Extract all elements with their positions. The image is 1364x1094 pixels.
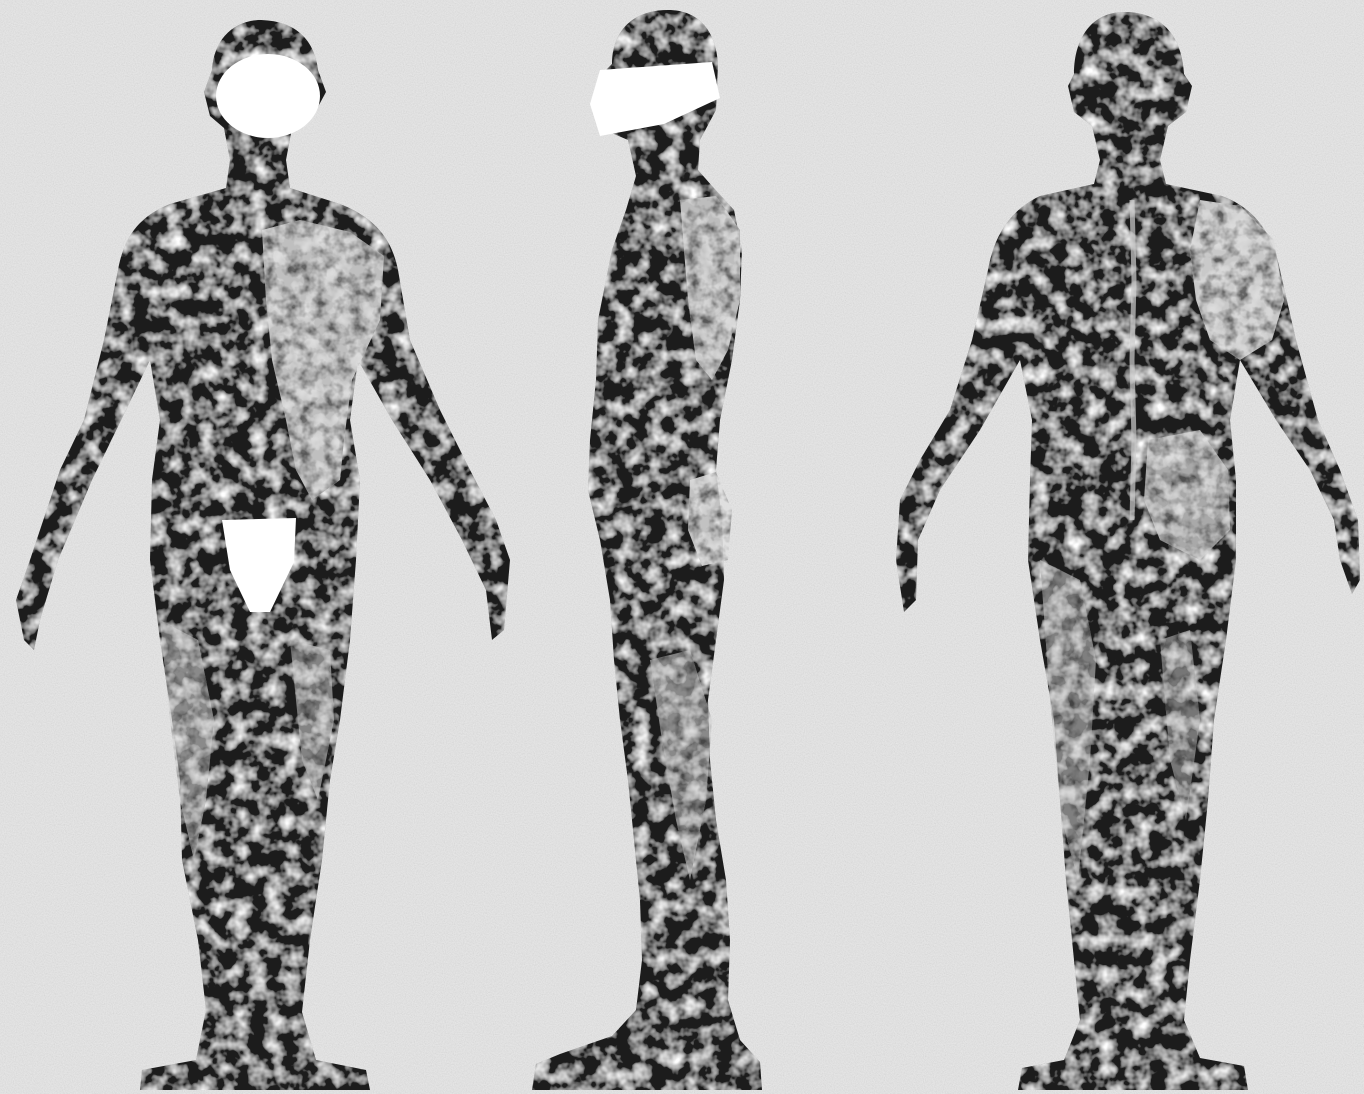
face-cover — [216, 54, 320, 138]
